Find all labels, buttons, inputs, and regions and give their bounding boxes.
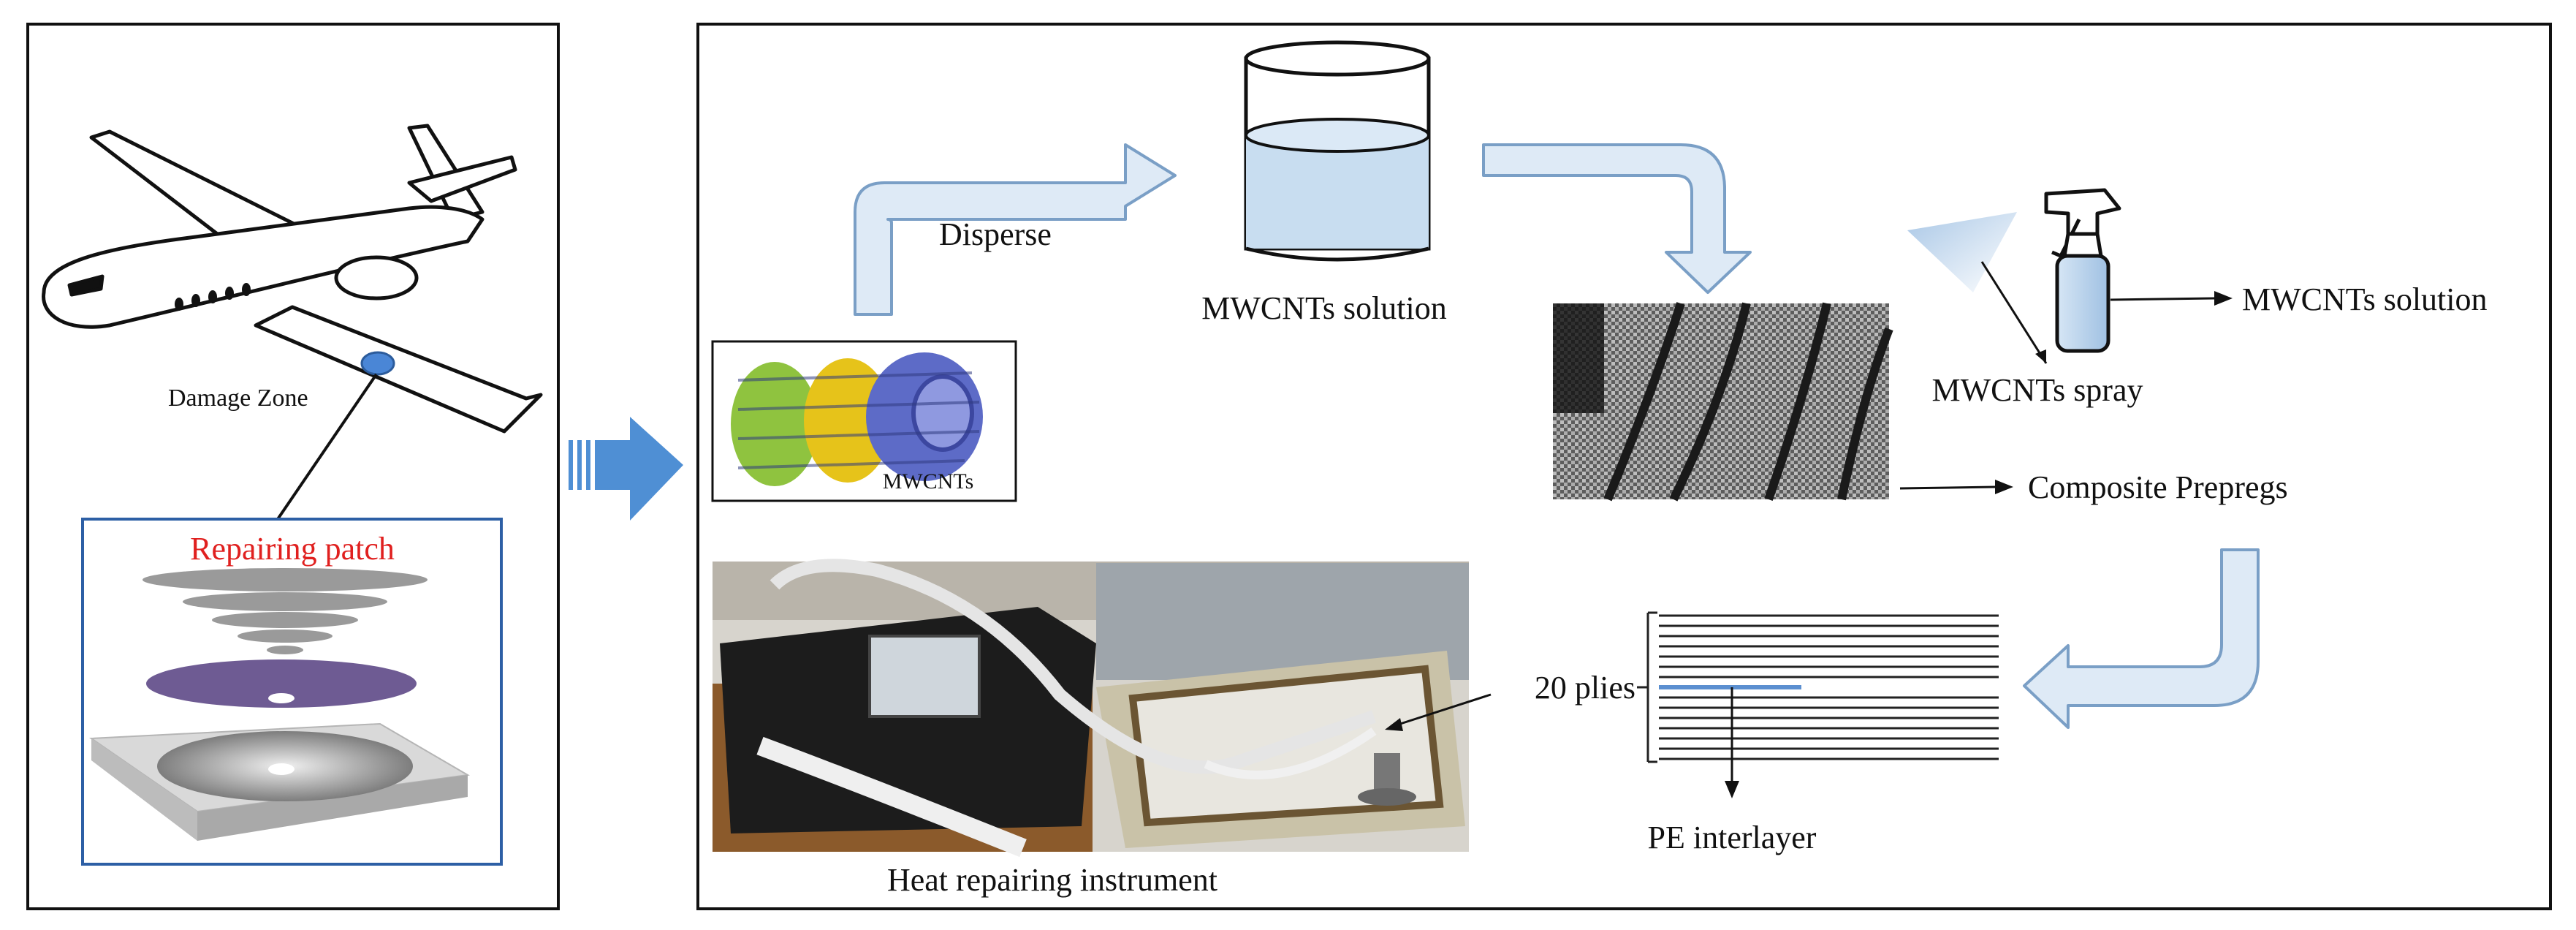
ply-layup-stack xyxy=(1659,614,1999,760)
spray-solution-label: MWCNTs solution xyxy=(2242,281,2488,317)
disperse-label: Disperse xyxy=(939,216,1052,252)
prepreg-pointer-line xyxy=(1899,485,1996,490)
spray-bottle-icon xyxy=(2044,188,2121,353)
bottle-solution-pointer-head xyxy=(2214,291,2233,306)
interlayer-pointer-head xyxy=(1725,781,1739,798)
patch-layer-stack xyxy=(143,568,428,654)
prepreg-to-layup-arrow xyxy=(2023,548,2260,729)
base-laminate-side xyxy=(91,738,197,841)
spray-pointer-line xyxy=(1980,261,2048,364)
airplane-icon xyxy=(42,124,543,434)
instrument-pointer-line xyxy=(1395,693,1492,727)
prepreg-label: Composite Prepregs xyxy=(2028,469,2288,505)
plies-label: 20 plies xyxy=(1535,670,1635,706)
instrument-label: Heat repairing instrument xyxy=(887,862,1217,898)
instrument-pointer-head xyxy=(1385,718,1403,731)
mwcnts-label: MWCNTs xyxy=(883,469,974,494)
big-blue-arrow xyxy=(569,417,683,521)
damage-connector-line xyxy=(276,373,378,521)
solution-label: MWCNTs solution xyxy=(1201,290,1447,326)
bottle-solution-pointer-line xyxy=(2110,297,2215,301)
spray-pointer-head xyxy=(2035,349,2046,363)
purple-disc-hole xyxy=(268,693,295,703)
solution-to-prepreg-arrow xyxy=(1482,143,1752,294)
spray-label: MWCNTs spray xyxy=(1931,372,2143,408)
mwcnts-nanotube-image xyxy=(731,352,983,486)
purple-patch-disc xyxy=(146,659,417,708)
beaker-icon xyxy=(1244,40,1431,262)
composite-prepreg-photo xyxy=(1553,302,1893,502)
disperse-arrow xyxy=(854,143,1177,316)
damage-hole xyxy=(268,763,295,775)
repairing-patch-title: Repairing patch xyxy=(190,531,395,567)
damage-zone-marker xyxy=(360,351,395,376)
airplane-windows xyxy=(175,283,251,311)
spray-cone-icon xyxy=(1907,212,2017,292)
damage-zone-label: Damage Zone xyxy=(168,385,308,412)
heat-repairing-instrument-photo xyxy=(713,559,1469,858)
interlayer-label: PE interlayer xyxy=(1648,820,1817,855)
prepreg-pointer-head xyxy=(1995,480,2013,494)
base-laminate-front xyxy=(197,775,468,841)
